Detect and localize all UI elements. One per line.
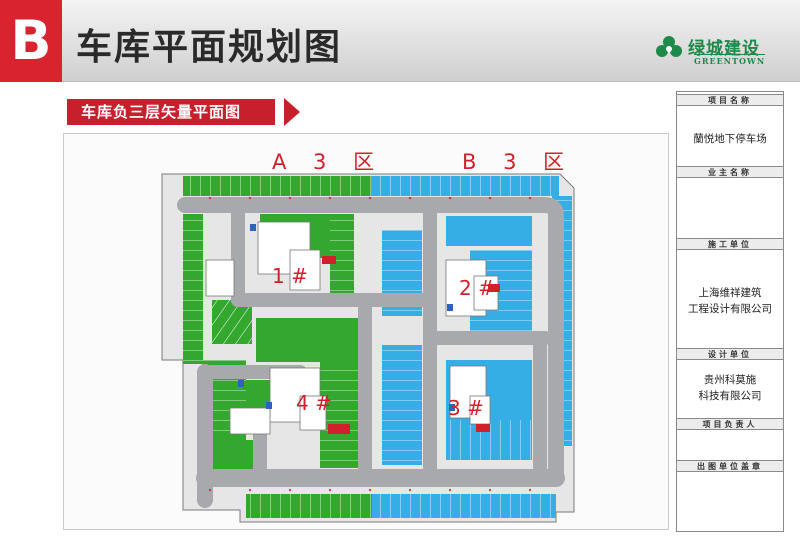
zone-a-label: A 3 区	[272, 150, 385, 174]
company-logo: 绿城建设 GREENTOWN	[654, 34, 774, 70]
ramp-markers	[322, 256, 500, 434]
page-title: 车库平面规划图	[76, 27, 343, 68]
building-cores	[205, 221, 499, 435]
building-1-label: 1 #	[272, 264, 308, 288]
contractor-line-2: 工程设计有限公司	[688, 303, 772, 315]
ribbon-arrow-icon	[284, 98, 300, 126]
designer-line-1: 贵州科莫施	[703, 374, 757, 386]
seal-label: 出图单位盖章	[677, 460, 783, 472]
driving-lanes	[177, 197, 565, 508]
building-4-label: 4 #	[296, 391, 332, 415]
zone-a-area	[183, 176, 372, 518]
designer-line-2: 科技有限公司	[698, 390, 762, 402]
zone-b-label: B 3 区	[462, 150, 575, 174]
project-manager-label: 项目负责人	[677, 418, 783, 430]
accessible-parking-icons	[238, 224, 455, 411]
parking-floor-plan	[161, 173, 575, 523]
column-grid	[208, 196, 532, 492]
contractor-label: 施工单位	[677, 238, 783, 250]
building-3-label: 3 #	[448, 396, 484, 420]
project-name-label: 项目名称	[677, 94, 783, 106]
section-badge: B	[0, 0, 62, 82]
header-bar: B 车库平面规划图 绿城建设 GREENTOWN	[0, 0, 800, 82]
project-name-value: 蘭悦地下停车场	[693, 133, 767, 145]
title-block: 项目名称 蘭悦地下停车场 业主名称 施工单位 上海维祥建筑 工程设计有限公司 设…	[676, 91, 784, 532]
logo-english-text: GREENTOWN	[694, 54, 766, 66]
designer-label: 设计单位	[677, 348, 783, 360]
section-title: 车库负三层矢量平面图	[67, 99, 275, 125]
owner-label: 业主名称	[677, 166, 783, 178]
building-2-label: 2 #	[459, 276, 495, 300]
contractor-line-1: 上海维祥建筑	[698, 287, 762, 299]
clover-logo-icon	[656, 36, 682, 57]
